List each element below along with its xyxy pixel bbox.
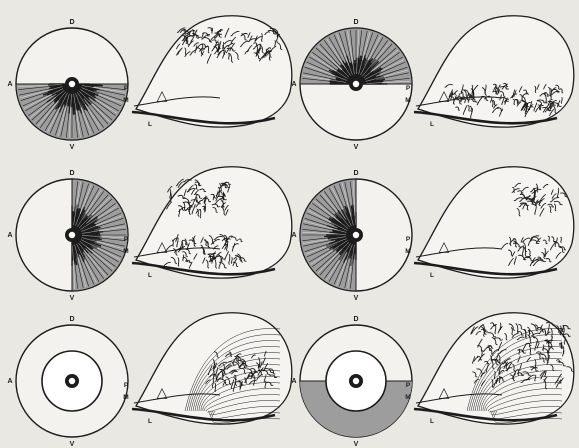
triangle-marker: △: [439, 238, 450, 254]
label-l: L: [148, 272, 152, 279]
label-posterior: P: [406, 85, 411, 92]
center-hole: [353, 378, 359, 384]
label-dorsal: D: [69, 19, 74, 26]
label-m: M: [405, 97, 410, 104]
label-l: L: [148, 121, 152, 128]
triangle-marker: △: [157, 384, 168, 400]
panel-a: D V A PM L △: [7, 16, 291, 151]
panel-e: D V A PM L △: [7, 313, 291, 448]
label-ventral: V: [354, 441, 359, 448]
label-anterior: A: [291, 81, 296, 88]
panel-c: D V A PM L △: [7, 167, 291, 302]
label-anterior: A: [7, 232, 12, 239]
label-m: M: [405, 394, 410, 401]
panel-d: D V A PM L △: [291, 167, 573, 302]
label-ventral: V: [70, 441, 75, 448]
center-hole: [69, 232, 75, 238]
label-dorsal: D: [353, 19, 358, 26]
label-ventral: V: [354, 295, 359, 302]
label-dorsal: D: [69, 316, 74, 323]
label-dorsal: D: [353, 170, 358, 177]
label-anterior: A: [7, 81, 12, 88]
label-dorsal: D: [69, 170, 74, 177]
label-m: M: [123, 248, 128, 255]
texture-mark: [170, 190, 171, 199]
triangle-marker: △: [157, 238, 168, 254]
label-m: M: [123, 394, 128, 401]
blade-outline: [136, 16, 292, 127]
center-hole: [69, 378, 75, 384]
panel-b: DVAPML△: [291, 16, 573, 151]
label-ventral: V: [354, 144, 359, 151]
blade-outline: [136, 167, 292, 278]
panel-f: D V A PM L △: [291, 313, 573, 448]
label-posterior: P: [124, 382, 129, 389]
center-hole: [353, 81, 359, 87]
label-posterior: P: [124, 236, 129, 243]
label-posterior: P: [406, 236, 411, 243]
texture-mark: [167, 186, 172, 192]
label-ventral: V: [70, 144, 75, 151]
label-anterior: A: [7, 378, 12, 385]
center-hole: [353, 232, 359, 238]
label-l: L: [430, 272, 434, 279]
triangle-marker: △: [439, 384, 450, 400]
label-m: M: [405, 248, 410, 255]
label-posterior: P: [124, 85, 129, 92]
label-l: L: [148, 418, 152, 425]
label-l: L: [430, 121, 434, 128]
label-m: M: [123, 97, 128, 104]
label-anterior: A: [291, 378, 296, 385]
label-dorsal: D: [353, 316, 358, 323]
label-l: L: [430, 418, 434, 425]
label-ventral: V: [70, 295, 75, 302]
triangle-marker: △: [157, 87, 168, 103]
label-posterior: P: [406, 382, 411, 389]
center-hole: [69, 81, 75, 87]
texture-mark: [563, 334, 570, 336]
label-anterior: A: [291, 232, 296, 239]
